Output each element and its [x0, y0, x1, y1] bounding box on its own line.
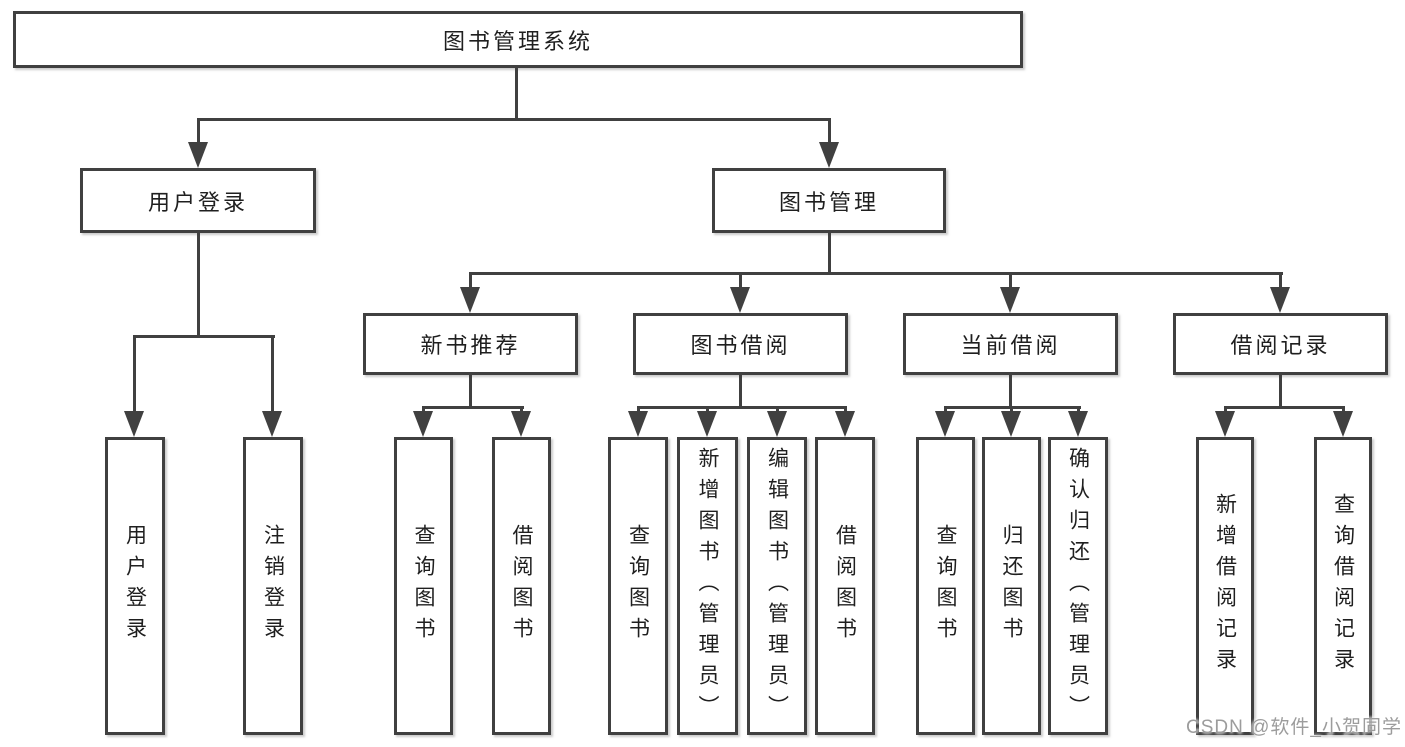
- node-label: 查询借阅记录: [1331, 493, 1355, 679]
- arrowhead-down: [697, 411, 717, 437]
- node-user-login: 用户登录: [80, 168, 316, 233]
- csdn-watermark: CSDN @软件_小贺同学: [1186, 717, 1402, 738]
- arrowhead-down: [1001, 411, 1021, 437]
- arrowhead-down: [1000, 287, 1020, 313]
- arrowhead-down: [511, 411, 531, 437]
- leaf-borrow-books-borrowing: 借阅图书: [815, 437, 875, 735]
- node-new-book-recommend: 新书推荐: [363, 313, 578, 375]
- node-label: 当前借阅: [960, 333, 1061, 358]
- connector-line: [271, 335, 274, 415]
- connector-line: [1279, 272, 1282, 290]
- node-label: 新增借阅记录: [1213, 493, 1237, 679]
- leaf-logout: 注销登录: [243, 437, 303, 735]
- node-label: 查询图书: [626, 524, 650, 648]
- connector-line: [637, 406, 847, 409]
- connector-line: [469, 375, 472, 409]
- node-borrowing-records: 借阅记录: [1173, 313, 1388, 375]
- node-root: 图书管理系统: [13, 11, 1023, 68]
- arrowhead-down: [188, 142, 208, 168]
- arrowhead-down: [262, 411, 282, 437]
- arrowhead-down: [1270, 287, 1290, 313]
- connector-line: [469, 272, 1283, 275]
- node-label: 图书管理系统: [442, 28, 593, 54]
- leaf-query-books-recommend: 查询图书: [394, 437, 453, 735]
- arrowhead-down: [835, 411, 855, 437]
- arrowhead-down: [124, 411, 144, 437]
- connector-line: [134, 335, 275, 338]
- leaf-borrow-books-recommend: 借阅图书: [492, 437, 551, 735]
- node-label: 确认归还（管理员）: [1066, 446, 1090, 726]
- leaf-query-books-current: 查询图书: [916, 437, 975, 735]
- node-label: 查询图书: [412, 524, 435, 648]
- arrowhead-down: [767, 411, 787, 437]
- node-label: 用户登录: [123, 524, 147, 648]
- connector-line: [739, 272, 742, 290]
- arrowhead-down: [1068, 411, 1088, 437]
- leaf-query-books-borrowing: 查询图书: [608, 437, 668, 735]
- node-label: 借阅图书: [510, 524, 533, 648]
- node-label: 用户登录: [147, 189, 248, 215]
- node-label: 新书推荐: [420, 333, 521, 358]
- node-label: 查询图书: [934, 524, 957, 648]
- node-book-borrowing: 图书借阅: [633, 313, 848, 375]
- connector-line: [739, 375, 742, 409]
- connector-line: [828, 118, 831, 146]
- arrowhead-down: [1333, 411, 1353, 437]
- connector-line: [1279, 375, 1282, 409]
- leaf-edit-books-admin: 编辑图书（管理员）: [747, 437, 807, 735]
- arrowhead-down: [730, 287, 750, 313]
- connector-line: [1224, 406, 1344, 409]
- node-book-management: 图书管理: [712, 168, 946, 233]
- leaf-query-borrow-record: 查询借阅记录: [1314, 437, 1372, 735]
- arrowhead-down: [460, 287, 480, 313]
- node-label: 图书管理: [778, 189, 879, 215]
- connector-line: [469, 272, 472, 290]
- arrowhead-down: [819, 142, 839, 168]
- connector-line: [197, 118, 831, 121]
- node-label: 归还图书: [1000, 524, 1023, 648]
- leaf-user-login: 用户登录: [105, 437, 165, 735]
- connector-line: [197, 233, 200, 338]
- arrowhead-down: [413, 411, 433, 437]
- node-label: 注销登录: [261, 524, 285, 648]
- node-label: 图书借阅: [690, 333, 791, 358]
- node-label: 编辑图书（管理员）: [765, 446, 789, 726]
- connector-line: [133, 335, 136, 415]
- arrowhead-down: [1215, 411, 1235, 437]
- connector-line: [422, 406, 524, 409]
- node-current-borrowing: 当前借阅: [903, 313, 1118, 375]
- connector-line: [1009, 272, 1012, 290]
- connector-line: [828, 233, 831, 275]
- node-label: 新增图书（管理员）: [696, 446, 719, 726]
- leaf-add-books-admin: 新增图书（管理员）: [677, 437, 738, 735]
- arrowhead-down: [935, 411, 955, 437]
- leaf-add-borrow-record: 新增借阅记录: [1196, 437, 1254, 735]
- node-label: 借阅图书: [833, 524, 857, 648]
- node-label: 借阅记录: [1230, 333, 1331, 358]
- connector-line: [197, 118, 200, 146]
- connector-line: [515, 68, 518, 120]
- leaf-confirm-return-admin: 确认归还（管理员）: [1048, 437, 1108, 735]
- leaf-return-books: 归还图书: [982, 437, 1041, 735]
- connector-line: [1009, 375, 1012, 409]
- arrowhead-down: [628, 411, 648, 437]
